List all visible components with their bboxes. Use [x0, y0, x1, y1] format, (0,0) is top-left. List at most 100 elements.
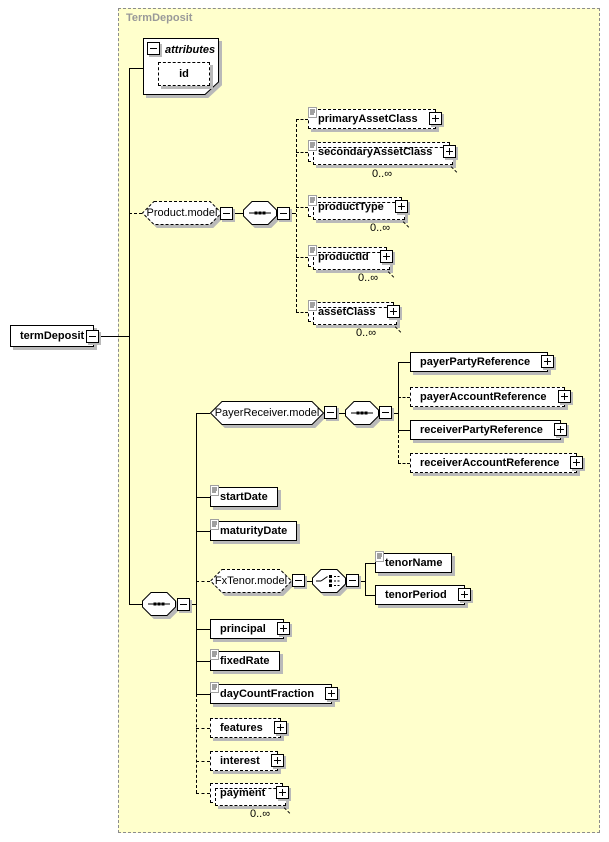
expand-plus-icon[interactable]	[379, 250, 393, 263]
occurrence-label: 0..∞	[250, 808, 271, 820]
element-startDate[interactable]: startDate	[210, 485, 278, 507]
attribute-id[interactable]: id	[158, 62, 210, 86]
connector	[196, 793, 210, 794]
element-payerPartyReference[interactable]: payerPartyReference	[410, 352, 555, 372]
expand-plus-icon[interactable]	[443, 145, 457, 158]
element-assetClass[interactable]: assetClass	[308, 300, 400, 325]
element-label: payment	[220, 787, 266, 799]
element-label: tenorPeriod	[385, 589, 447, 601]
connector	[196, 531, 210, 532]
element-label: tenorName	[385, 557, 443, 569]
element-features[interactable]: features	[210, 718, 287, 738]
connector	[296, 119, 297, 312]
element-label: termDeposit	[20, 330, 85, 342]
expand-plus-icon[interactable]	[270, 754, 284, 767]
connector	[129, 604, 142, 605]
model-group-payer-receiver[interactable]: PayerReceiver.model	[209, 401, 328, 429]
connector	[305, 581, 312, 582]
hexagon-shape	[209, 569, 296, 596]
model-group-label: Product.model	[146, 207, 218, 219]
expand-plus-icon[interactable]	[386, 305, 400, 318]
connector	[196, 694, 210, 695]
connector	[196, 629, 210, 630]
annotation-icon	[210, 485, 219, 496]
collapse-minus-icon[interactable]	[324, 406, 337, 419]
element-label: payerPartyReference	[420, 356, 531, 368]
annotation-icon	[210, 519, 219, 530]
connector	[365, 563, 375, 564]
collapse-minus-icon[interactable]	[346, 574, 359, 587]
element-dayCountFraction[interactable]: dayCountFraction	[210, 682, 339, 704]
connector	[196, 761, 210, 762]
expand-plus-icon[interactable]	[553, 423, 567, 436]
connector	[196, 413, 210, 414]
connector	[196, 581, 210, 582]
element-receiverAccountReference[interactable]: receiverAccountReference	[410, 453, 584, 473]
element-receiverPartyReference[interactable]: receiverPartyReference	[410, 420, 567, 440]
sequence-icon	[243, 201, 281, 229]
annotation-icon	[210, 649, 219, 660]
expand-plus-icon[interactable]	[428, 112, 442, 125]
element-productType[interactable]: productType	[308, 195, 408, 220]
connector	[398, 463, 410, 464]
expand-plus-icon[interactable]	[276, 622, 290, 635]
connector	[196, 661, 210, 662]
connector	[296, 119, 308, 120]
annotation-icon	[308, 300, 317, 311]
occurrence-label: 0..∞	[356, 327, 377, 339]
model-group-label: PayerReceiver.model	[214, 407, 320, 419]
element-label: primaryAssetClass	[318, 113, 418, 125]
connector	[296, 152, 308, 153]
sequence-icon	[142, 592, 180, 620]
annotation-icon	[308, 245, 317, 256]
annotation-icon	[308, 107, 317, 118]
annotation-icon	[375, 551, 384, 562]
collapse-minus-icon[interactable]	[292, 574, 305, 587]
hexagon-shape	[141, 201, 226, 228]
connector	[398, 430, 399, 463]
model-frame-label: TermDeposit	[126, 12, 193, 24]
element-termDeposit[interactable]: termDeposit	[10, 325, 95, 347]
element-payerAccountReference[interactable]: payerAccountReference	[410, 387, 571, 407]
model-group-fx-tenor[interactable]: FxTenor.model	[209, 569, 296, 597]
expand-plus-icon[interactable]	[325, 687, 339, 700]
element-maturityDate[interactable]: maturityDate	[210, 519, 298, 541]
element-secondaryAssetClass[interactable]: secondaryAssetClass	[308, 140, 457, 165]
collapse-minus-icon[interactable]	[220, 207, 233, 220]
element-fixedRate[interactable]: fixedRate	[210, 649, 280, 671]
connector	[129, 213, 142, 214]
element-payment[interactable]: payment	[210, 783, 290, 806]
element-label: interest	[220, 755, 260, 767]
connector	[129, 68, 143, 69]
collapse-minus-icon[interactable]	[147, 42, 160, 55]
occurrence-label: 0..∞	[370, 222, 391, 234]
element-productId[interactable]: productId	[308, 245, 393, 270]
element-label: productType	[318, 201, 384, 213]
model-group-product[interactable]: Product.model	[141, 201, 226, 229]
element-label: startDate	[220, 491, 268, 503]
element-tenorPeriod[interactable]: tenorPeriod	[375, 585, 471, 605]
element-tenorName[interactable]: tenorName	[375, 551, 453, 573]
collapse-minus-icon[interactable]	[177, 598, 190, 611]
expand-plus-icon[interactable]	[570, 456, 584, 469]
element-label: maturityDate	[220, 525, 288, 537]
element-label: secondaryAssetClass	[318, 146, 433, 158]
collapse-minus-icon[interactable]	[379, 406, 392, 419]
expand-plus-icon[interactable]	[557, 390, 571, 403]
expand-plus-icon[interactable]	[457, 588, 471, 601]
element-label: fixedRate	[220, 655, 270, 667]
expand-plus-icon[interactable]	[394, 200, 408, 213]
expand-plus-icon[interactable]	[276, 786, 290, 799]
connector	[398, 362, 399, 430]
element-primaryAssetClass[interactable]: primaryAssetClass	[308, 107, 442, 129]
collapse-minus-icon[interactable]	[277, 207, 290, 220]
expand-plus-icon[interactable]	[273, 721, 287, 734]
connector	[398, 362, 410, 363]
element-label: features	[220, 722, 263, 734]
collapse-minus-icon[interactable]	[86, 330, 99, 343]
connector	[296, 207, 308, 208]
element-principal[interactable]: principal	[210, 619, 290, 639]
connector	[129, 68, 130, 604]
expand-plus-icon[interactable]	[541, 355, 555, 368]
element-interest[interactable]: interest	[210, 751, 284, 771]
